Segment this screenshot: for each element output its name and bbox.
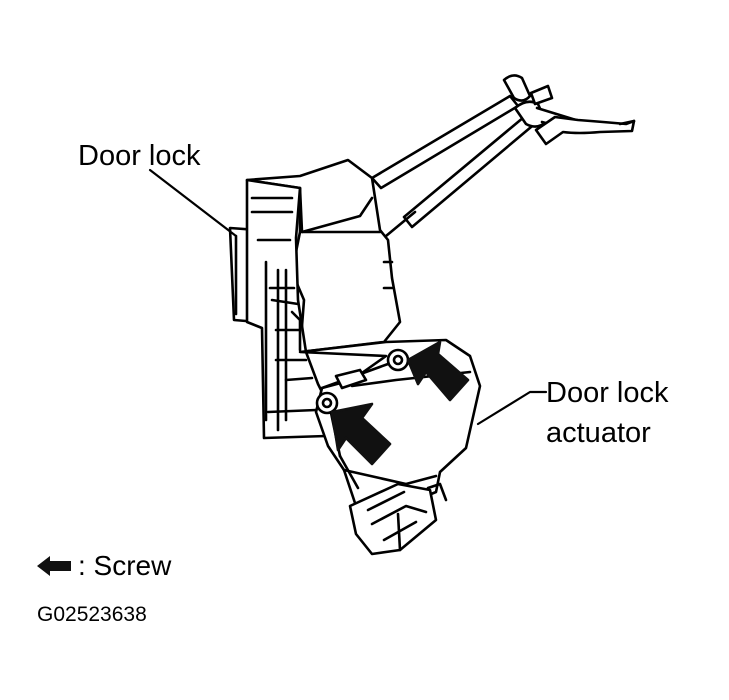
- door-lock-leader-line: [148, 168, 238, 238]
- figure-code: G02523638: [37, 603, 147, 626]
- screw-upper: [386, 348, 410, 372]
- door-lock-actuator-label-line2: actuator: [546, 417, 651, 449]
- screw-lower: [315, 391, 339, 415]
- actuator-leader-line: [476, 390, 548, 426]
- door-lock-actuator-label-line1: Door lock: [546, 377, 669, 409]
- screw-arrow-icon: [37, 556, 71, 576]
- door-lock-actuator: [298, 338, 482, 556]
- door-lock-label: Door lock: [78, 140, 201, 172]
- door-lock-body: [228, 158, 402, 440]
- screw-legend: : Screw: [36, 549, 171, 583]
- control-rods: [370, 74, 636, 238]
- screw-legend-text: : Screw: [78, 550, 172, 581]
- screw-arrow-upper: [406, 340, 470, 402]
- screw-arrow-lower: [330, 402, 392, 466]
